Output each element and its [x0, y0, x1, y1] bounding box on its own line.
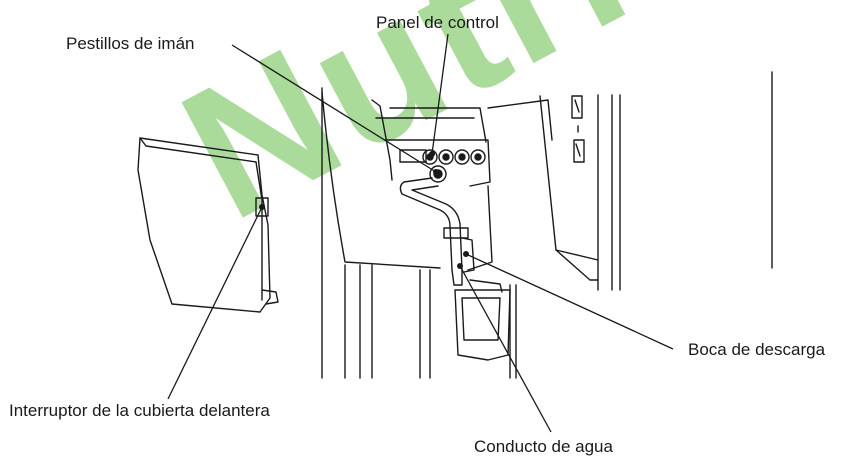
machine-frame — [321, 71, 773, 379]
label-pestillos-de-iman: Pestillos de imán — [66, 34, 195, 53]
machine-housing — [321, 91, 599, 281]
label-panel-de-control: Panel de control — [376, 13, 499, 32]
discharge-spout — [454, 237, 511, 361]
water-conduit — [399, 177, 469, 286]
label-boca-de-descarga: Boca de descarga — [688, 340, 826, 359]
side-switches — [571, 95, 585, 163]
control-panel — [422, 149, 486, 165]
leader-lines — [167, 33, 674, 433]
front-cover — [137, 137, 279, 313]
label-conducto-de-agua: Conducto de agua — [474, 437, 613, 456]
cover-switch-tab — [255, 197, 269, 217]
label-interruptor-cubierta: Interruptor de la cubierta delantera — [9, 401, 270, 420]
leader-dots — [259, 151, 469, 269]
